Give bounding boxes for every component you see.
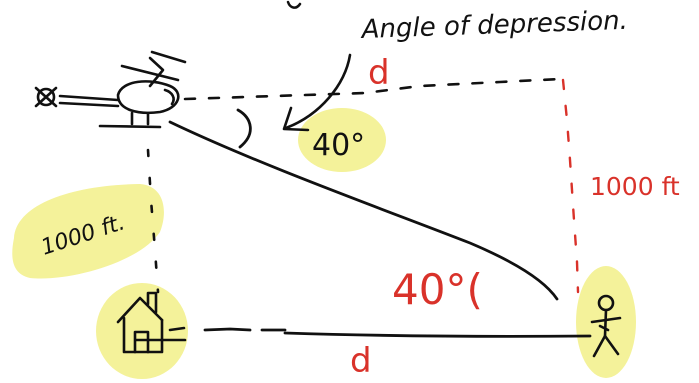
highlight-angle-top xyxy=(298,108,386,172)
angle-label-top: 40° xyxy=(312,128,365,163)
line-of-sight xyxy=(168,120,559,301)
caption-angle-of-depression: Angle of depression. xyxy=(359,6,628,45)
caption-arrow xyxy=(284,53,352,130)
distance-label-top: d xyxy=(368,53,390,93)
horizontal-dashed-line xyxy=(183,77,562,101)
house-icon xyxy=(116,291,187,354)
angle-label-bottom: 40°( xyxy=(392,265,483,314)
helicopter-icon xyxy=(34,50,187,129)
distance-label-bottom: d xyxy=(350,341,372,381)
top-edge-scribble xyxy=(286,0,302,9)
stick-person-icon xyxy=(590,294,622,358)
right-vertical-dashed-line xyxy=(561,78,580,294)
ground-line xyxy=(203,327,592,338)
highlight-height-left xyxy=(12,184,164,279)
angle-arc-top xyxy=(236,108,252,149)
caption-arrow-head xyxy=(282,106,310,132)
height-label-right: 1000 ft xyxy=(590,172,680,201)
